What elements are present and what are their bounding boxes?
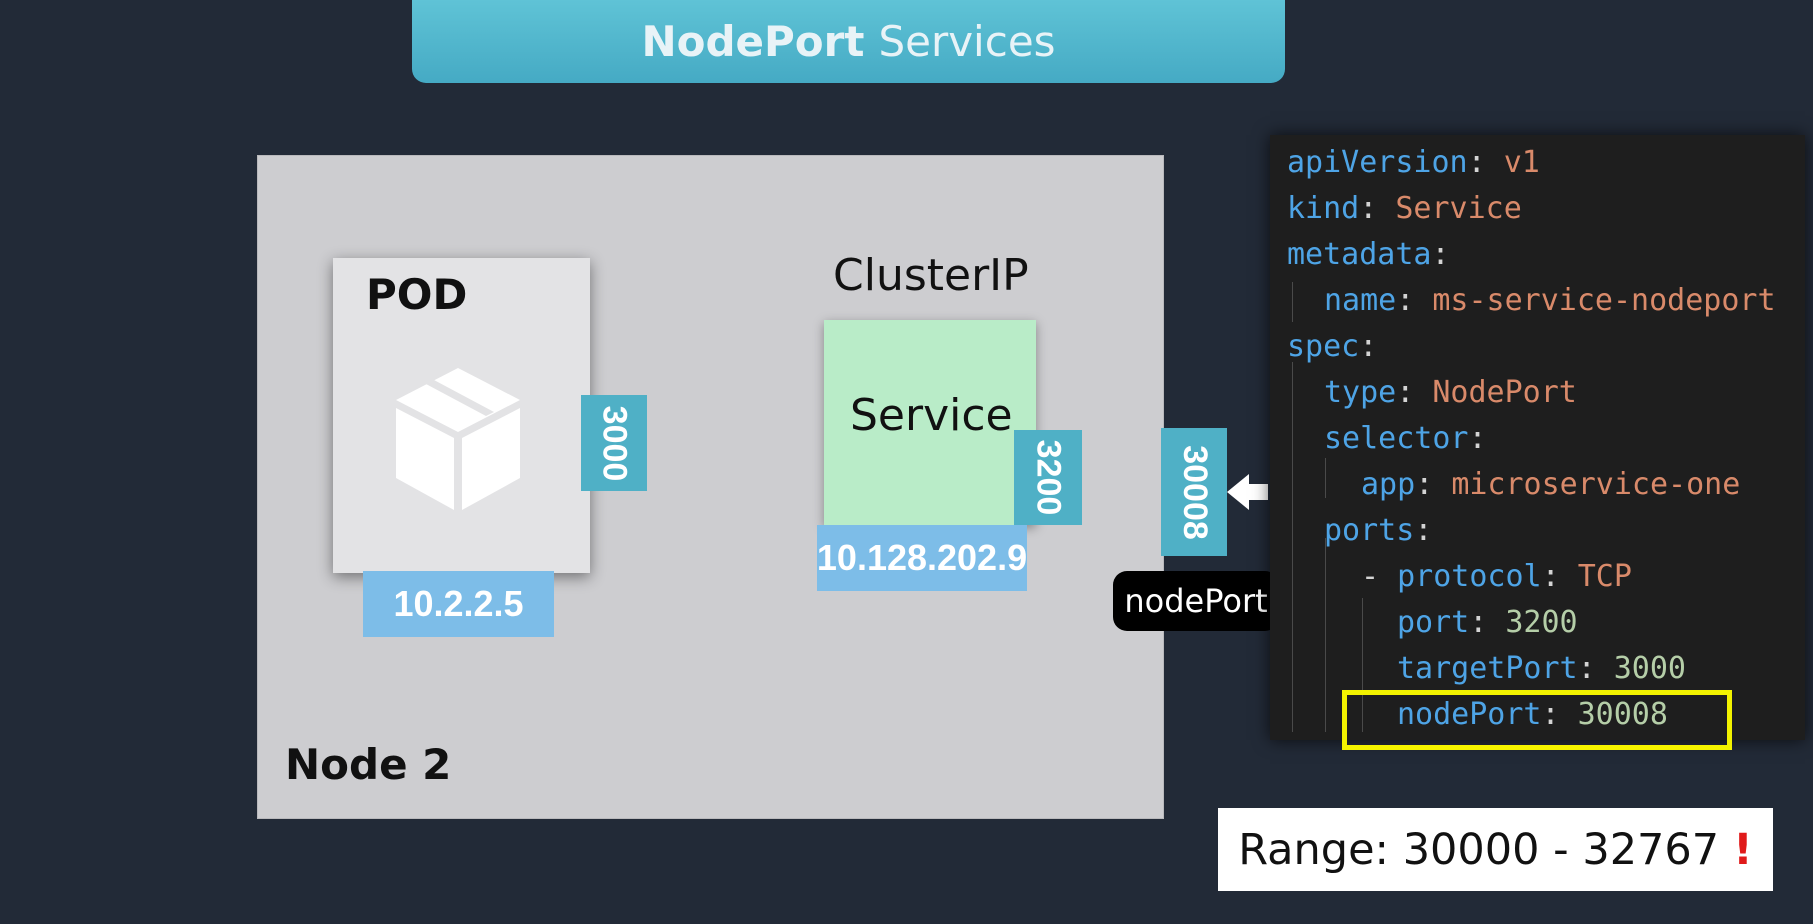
nodeport-value: 30008 bbox=[1175, 444, 1214, 540]
node-label: Node 2 bbox=[285, 740, 452, 789]
range-note: Range: 30000 - 32767 ! bbox=[1218, 808, 1773, 891]
service-port-value: 3200 bbox=[1029, 439, 1068, 516]
service-label: Service bbox=[850, 390, 1013, 441]
service-box bbox=[824, 320, 1036, 525]
yaml-code-panel bbox=[1270, 135, 1805, 740]
pod-ip-tag: 10.2.2.5 bbox=[363, 571, 554, 637]
yaml-line-type: type: NodePort bbox=[1324, 375, 1577, 410]
service-port-tag: 3200 bbox=[1014, 430, 1082, 525]
title-bold: NodePort bbox=[641, 17, 865, 66]
yaml-line-ports: ports: bbox=[1324, 513, 1433, 548]
yaml-line-spec: spec: bbox=[1287, 329, 1378, 364]
indent-guide bbox=[1325, 538, 1326, 732]
pod-port-value: 3000 bbox=[595, 405, 634, 481]
package-box-icon bbox=[396, 368, 520, 510]
yaml-line-name: name: ms-service-nodeport bbox=[1324, 283, 1776, 318]
yaml-line-metadata: metadata: bbox=[1287, 237, 1450, 272]
pod-ip-value: 10.2.2.5 bbox=[393, 583, 524, 624]
indent-guide bbox=[1292, 362, 1293, 732]
yaml-line-selector: selector: bbox=[1324, 421, 1487, 456]
slide-title: NodePort Services bbox=[412, 0, 1285, 83]
title-rest: Services bbox=[878, 17, 1056, 66]
indent-guide bbox=[1325, 458, 1326, 498]
yaml-line-kind: kind: Service bbox=[1287, 191, 1522, 226]
exclamation-icon: ! bbox=[1733, 824, 1753, 875]
clusterip-label: ClusterIP bbox=[833, 250, 1029, 301]
yaml-line-app: app: microservice-one bbox=[1361, 467, 1741, 502]
yaml-line-port: port: 3200 bbox=[1397, 605, 1578, 640]
yaml-line-protocol: - protocol: TCP bbox=[1361, 559, 1632, 594]
indent-guide bbox=[1292, 282, 1293, 322]
range-text: Range: 30000 - 32767 bbox=[1238, 824, 1720, 875]
nodeport-badge: nodePort bbox=[1113, 571, 1279, 631]
yaml-line-targetport: targetPort: 3000 bbox=[1397, 651, 1686, 686]
yaml-line-apiversion: apiVersion: v1 bbox=[1287, 145, 1540, 180]
yaml-line-nodeport: nodePort: 30008 bbox=[1397, 697, 1668, 732]
nodeport-tag: 30008 bbox=[1161, 428, 1227, 556]
pod-port-tag: 3000 bbox=[581, 395, 647, 491]
pod-label: POD bbox=[366, 270, 468, 319]
arrow-left-icon bbox=[1227, 474, 1268, 510]
indent-guide bbox=[1362, 598, 1363, 732]
service-ip-tag: 10.128.202.9 bbox=[817, 525, 1027, 591]
nodeport-highlight bbox=[1342, 690, 1732, 750]
service-ip-value: 10.128.202.9 bbox=[816, 537, 1028, 578]
